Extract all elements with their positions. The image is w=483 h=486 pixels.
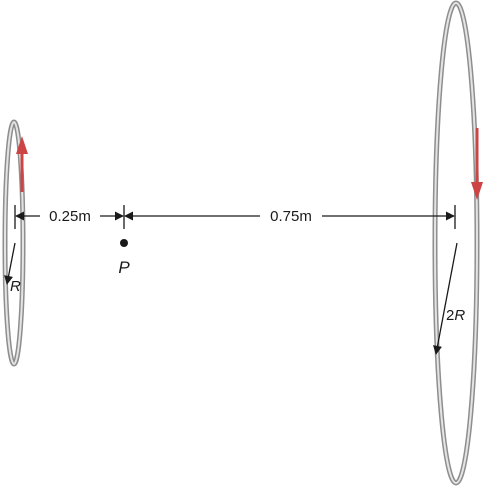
- small-loop-current-arrow: [16, 136, 28, 192]
- right-distance-dimension: 0.75m: [124, 205, 456, 229]
- small-loop-ring-inner: [4, 121, 24, 365]
- large-loop-current-arrow: [471, 128, 483, 200]
- point-p-label: P: [118, 258, 130, 277]
- large-radius-indicator: 2R: [433, 242, 465, 355]
- small-current-loop: [2, 119, 26, 367]
- left-distance-dimension: 0.25m: [14, 205, 125, 229]
- large-loop-ring-inner: [434, 2, 478, 484]
- small-radius-label: R: [10, 278, 21, 295]
- point-p: P: [118, 239, 130, 277]
- large-radius-label: 2R: [446, 307, 465, 324]
- small-radius-arrow: [4, 242, 16, 285]
- large-current-loop: [432, 0, 480, 486]
- right-distance-label: 0.75m: [270, 208, 312, 225]
- large-radius-arrow: [433, 242, 458, 355]
- large-radius-variable: R: [454, 307, 465, 324]
- small-radius-indicator: R: [4, 242, 21, 295]
- large-radius-coefficient: 2: [446, 307, 454, 324]
- point-p-dot: [120, 239, 128, 247]
- left-distance-label: 0.25m: [49, 208, 91, 225]
